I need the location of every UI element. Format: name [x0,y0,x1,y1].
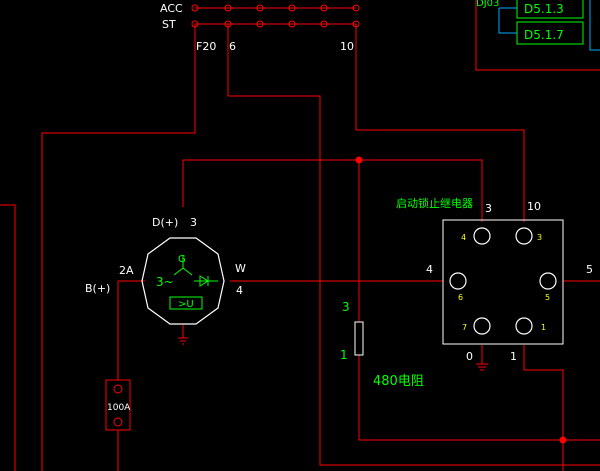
relay-title: 启动锁止继电器 [396,196,473,210]
d-plus-pin: 3 [190,216,197,229]
relay-inner-pin: 4 [461,233,466,242]
alternator-g-label: G [178,254,186,265]
resistor-label: 480电阻 [373,374,424,389]
junction-dot [559,436,567,444]
st-label: ST [162,18,176,31]
b-plus-label: B(+) [85,282,110,295]
reference-boxes: DJ03 D5.1.3 D5.1.7 [475,0,600,71]
switch-pin-10: 10 [340,40,354,53]
resistor-top-pin: 3 [342,300,350,314]
fuse-rating: 100A [107,403,131,413]
relay-pin-bottom-left: 0 [466,350,473,363]
relay-inner-pin: 1 [541,323,546,332]
relay-pin-right: 5 [586,263,593,276]
switch-pin-f20: F20 [196,40,216,53]
relay-pin-bottom-right: 1 [510,350,517,363]
switch-pin-6: 6 [229,40,236,53]
wires [0,24,600,471]
relay-inner-pin: 3 [537,233,542,242]
junction-dot [355,156,363,164]
resistor: 3 1 480电阻 [340,300,424,389]
fuse-100a: 100A [105,379,131,431]
relay-pin-top-left: 3 [485,202,492,215]
alternator: G 3~ >U D(+) 3 B(+) 2A W 4 [85,216,246,325]
relay-inner-pin: 5 [545,293,550,302]
w-pin: 4 [236,284,243,297]
d-plus-label: D(+) [152,216,178,229]
w-label: W [235,262,246,275]
relay-inner-pin: 7 [462,323,467,332]
ignition-switch: ACC ST F20 6 10 [160,2,360,53]
relay-pin-left: 4 [426,263,433,276]
resistor-bottom-pin: 1 [340,348,348,362]
start-lock-relay: 启动锁止继电器 3 10 4 5 0 1 4 3 6 5 7 1 [396,196,593,363]
ref-d517: D5.1.7 [524,28,564,42]
diode-icon [199,275,209,287]
relay-pin-top-right: 10 [527,200,541,213]
ref-d513: D5.1.3 [524,2,564,16]
relay-inner-pin: 6 [458,293,463,302]
regulator-label: >U [178,299,194,310]
top-ref-label: DJ03 [476,0,499,9]
b-plus-pin: 2A [119,264,134,277]
acc-label: ACC [160,2,183,15]
alternator-phase-label: 3~ [156,275,174,289]
